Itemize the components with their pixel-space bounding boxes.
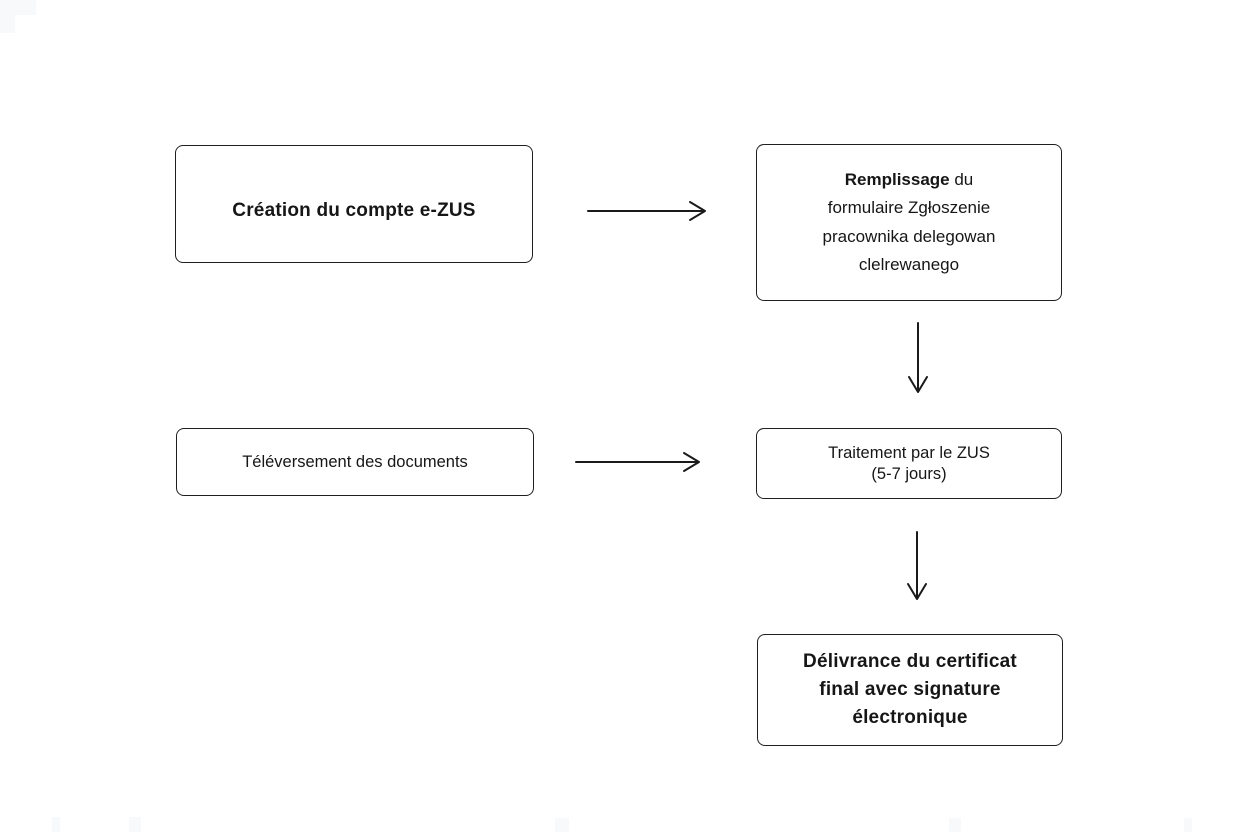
- edge-artifact: [0, 0, 36, 15]
- node-fill-form-line2: formulaire Zgłoszenie: [827, 198, 991, 217]
- node-zus-processing-line2: (5-7 jours): [871, 464, 947, 483]
- node-zus-processing-line1: Traitement par le ZUS: [828, 444, 990, 462]
- arrow-down-fill-to-processing-icon: [906, 321, 930, 399]
- node-fill-form-line1-bold: Remplissage: [844, 169, 950, 189]
- arrow-right-create-to-fill-icon: [586, 199, 714, 223]
- node-zus-processing: Traitement par le ZUS (5-7 jours): [756, 428, 1062, 499]
- edge-artifact: [129, 817, 141, 832]
- node-fill-form-line1: Remplissage du: [845, 166, 974, 195]
- node-create-account: Création du compte e-ZUS: [175, 145, 533, 263]
- edge-artifact: [52, 817, 60, 832]
- arrow-down-processing-to-certificate-icon: [905, 530, 929, 606]
- edge-artifact: [949, 818, 961, 832]
- node-fill-form: Remplissage du formulaire Zgłoszenie pra…: [756, 144, 1062, 301]
- node-fill-form-line3: pracownika delegowan: [822, 226, 996, 246]
- node-certificate-delivery: Délivrance du certificat final avec sign…: [757, 634, 1063, 746]
- node-upload-documents-label: Téléversement des documents: [242, 452, 468, 471]
- node-fill-form-line1-rest: du: [949, 169, 974, 189]
- node-certificate-delivery-line1: Délivrance du certificat: [803, 651, 1017, 672]
- node-fill-form-line4: clelrewanego: [858, 255, 960, 274]
- edge-artifact: [555, 818, 569, 832]
- edge-artifact: [1184, 818, 1192, 832]
- node-upload-documents: Téléversement des documents: [176, 428, 534, 496]
- node-certificate-delivery-line2: final avec signature: [819, 679, 1001, 700]
- node-certificate-delivery-line3: électronique: [852, 707, 968, 728]
- node-create-account-label: Création du compte e-ZUS: [232, 200, 476, 221]
- arrow-right-upload-to-processing-icon: [574, 450, 706, 474]
